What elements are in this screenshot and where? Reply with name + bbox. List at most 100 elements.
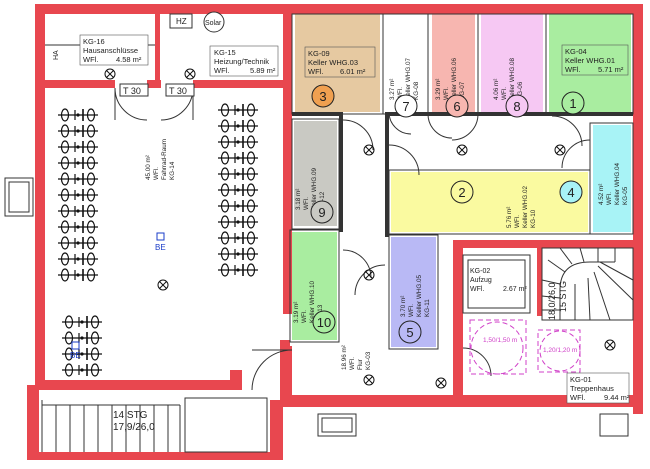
svg-text:Flur: Flur bbox=[357, 359, 364, 370]
room-number-badge-kg05: 4 bbox=[559, 180, 583, 204]
ha-label: HA bbox=[53, 50, 60, 60]
svg-text:Keller WHG.02: Keller WHG.02 bbox=[522, 186, 529, 228]
svg-text:WFl.: WFl. bbox=[501, 87, 508, 100]
svg-text:KG-10: KG-10 bbox=[530, 209, 537, 228]
svg-text:2: 2 bbox=[458, 185, 465, 200]
svg-text:6.01 m²: 6.01 m² bbox=[340, 67, 366, 76]
outer-walls bbox=[27, 4, 643, 460]
svg-text:45.00 m²: 45.00 m² bbox=[145, 155, 152, 180]
svg-text:5.71 m²: 5.71 m² bbox=[598, 65, 624, 74]
svg-text:WFl.: WFl. bbox=[408, 304, 415, 317]
svg-text:4.52 m²: 4.52 m² bbox=[598, 184, 605, 205]
svg-text:6: 6 bbox=[453, 99, 460, 114]
svg-text:Keller WHG.08: Keller WHG.08 bbox=[509, 58, 516, 100]
room-number-badge-kg09: 3 bbox=[311, 84, 335, 108]
light-well-left bbox=[4, 177, 34, 217]
svg-text:KG-15: KG-15 bbox=[214, 48, 236, 57]
svg-text:4.06 m²: 4.06 m² bbox=[493, 79, 500, 100]
svg-text:5: 5 bbox=[406, 325, 413, 340]
light-fixture-icon bbox=[435, 377, 447, 389]
svg-text:Keller WHG.04: Keller WHG.04 bbox=[614, 163, 621, 205]
svg-text:BE: BE bbox=[70, 351, 81, 360]
label-kg15: KG-15 Heizung/Technik WFl. 5.89 m² bbox=[209, 45, 279, 77]
svg-text:KG-14: KG-14 bbox=[169, 161, 176, 180]
light-well-right bbox=[599, 413, 629, 437]
door-t30-left: T 30 bbox=[123, 86, 141, 96]
svg-text:KG-06: KG-06 bbox=[517, 81, 524, 100]
svg-text:4.58 m²: 4.58 m² bbox=[116, 55, 142, 64]
light-well-bottom bbox=[317, 413, 357, 437]
hz-label: HZ bbox=[176, 17, 187, 26]
svg-text:Keller WHG.10: Keller WHG.10 bbox=[309, 281, 316, 323]
svg-text:KG-01: KG-01 bbox=[570, 375, 592, 384]
svg-text:Fahrrad-Raum: Fahrrad-Raum bbox=[161, 139, 168, 180]
inner-walls bbox=[45, 14, 633, 396]
main-stair-label-1: 18,0/26,0 bbox=[547, 282, 557, 320]
label-kg01: KG-01 Treppenhaus WFl. 9.44 m² bbox=[566, 372, 630, 404]
svg-text:WFl.: WFl. bbox=[153, 167, 160, 180]
light-fixture-icon bbox=[604, 339, 616, 351]
label-kg16: KG-16 Hausanschlüsse WFl. 4.58 m² bbox=[79, 34, 149, 66]
be-marker-2: BE bbox=[70, 341, 81, 360]
light-fixture-icon bbox=[184, 68, 196, 80]
light-fixture-icon bbox=[157, 279, 169, 291]
svg-text:KG-02: KG-02 bbox=[470, 268, 490, 275]
svg-text:3.70 m²: 3.70 m² bbox=[400, 296, 407, 317]
svg-text:KG-16: KG-16 bbox=[83, 37, 105, 46]
svg-text:Aufzug: Aufzug bbox=[470, 277, 492, 284]
label-kg09: KG-09 Keller WHG.03 WFl. 6.01 m² bbox=[304, 46, 376, 78]
svg-text:5.76 m²: 5.76 m² bbox=[506, 207, 513, 228]
svg-text:5.89 m²: 5.89 m² bbox=[250, 66, 276, 75]
svg-text:WFl.: WFl. bbox=[565, 65, 580, 74]
turning-circle-120-label: 1,20/1,20 m bbox=[543, 347, 577, 354]
light-fixture-icon bbox=[363, 269, 375, 281]
svg-text:9: 9 bbox=[318, 205, 325, 220]
svg-text:KG-04: KG-04 bbox=[565, 47, 587, 56]
svg-text:KG-11: KG-11 bbox=[424, 299, 431, 317]
light-fixture-icon bbox=[363, 374, 375, 386]
light-fixture-icon bbox=[363, 144, 375, 156]
svg-text:KG-05: KG-05 bbox=[622, 186, 629, 205]
svg-text:WFl.: WFl. bbox=[397, 87, 404, 100]
svg-text:1: 1 bbox=[569, 96, 576, 111]
light-fixture-icon bbox=[104, 68, 116, 80]
svg-text:9.44 m²: 9.44 m² bbox=[604, 393, 630, 402]
svg-text:4: 4 bbox=[567, 185, 574, 200]
svg-text:3.18 m²: 3.18 m² bbox=[295, 189, 302, 210]
room-number-badge-kg10: 2 bbox=[450, 180, 474, 204]
svg-text:KG-07: KG-07 bbox=[459, 81, 466, 100]
svg-text:7: 7 bbox=[402, 99, 409, 114]
svg-text:Keller WHG.06: Keller WHG.06 bbox=[451, 58, 458, 100]
svg-text:WFl.: WFl. bbox=[606, 192, 613, 205]
room-number-badge-kg06: 8 bbox=[505, 94, 529, 118]
turning-circle-120 bbox=[539, 330, 581, 372]
svg-text:Keller WHG.07: Keller WHG.07 bbox=[405, 58, 412, 100]
outside-stair-label-2: 17,9/26,0 bbox=[113, 422, 155, 433]
svg-text:WFl.: WFl. bbox=[443, 87, 450, 100]
solar-unit: Solar bbox=[203, 11, 225, 33]
svg-text:Keller WHG.05: Keller WHG.05 bbox=[416, 275, 423, 317]
light-fixtures bbox=[104, 68, 616, 389]
exterior-staircase bbox=[41, 397, 268, 453]
room-number-badge-kg08: 7 bbox=[394, 94, 418, 118]
room-outlines bbox=[45, 13, 634, 350]
svg-text:Hausanschlüsse: Hausanschlüsse bbox=[83, 46, 138, 55]
svg-text:WFl.: WFl. bbox=[570, 393, 585, 402]
room-number-badge-kg11: 5 bbox=[398, 320, 422, 344]
turning-circle-150-label: 1,50/1,50 m bbox=[483, 337, 517, 344]
svg-text:Heizung/Technik: Heizung/Technik bbox=[214, 57, 269, 66]
svg-text:10: 10 bbox=[317, 315, 331, 330]
svg-text:BE: BE bbox=[155, 243, 166, 252]
svg-text:WFl.: WFl. bbox=[308, 67, 323, 76]
room-kg04-fill bbox=[549, 14, 631, 112]
svg-text:18.96 m²: 18.96 m² bbox=[341, 345, 348, 370]
room-number-badge-kg12: 9 bbox=[310, 200, 334, 224]
light-fixture-icon bbox=[456, 144, 468, 156]
room-kg05-fill bbox=[593, 125, 631, 232]
svg-text:Treppenhaus: Treppenhaus bbox=[570, 384, 614, 393]
